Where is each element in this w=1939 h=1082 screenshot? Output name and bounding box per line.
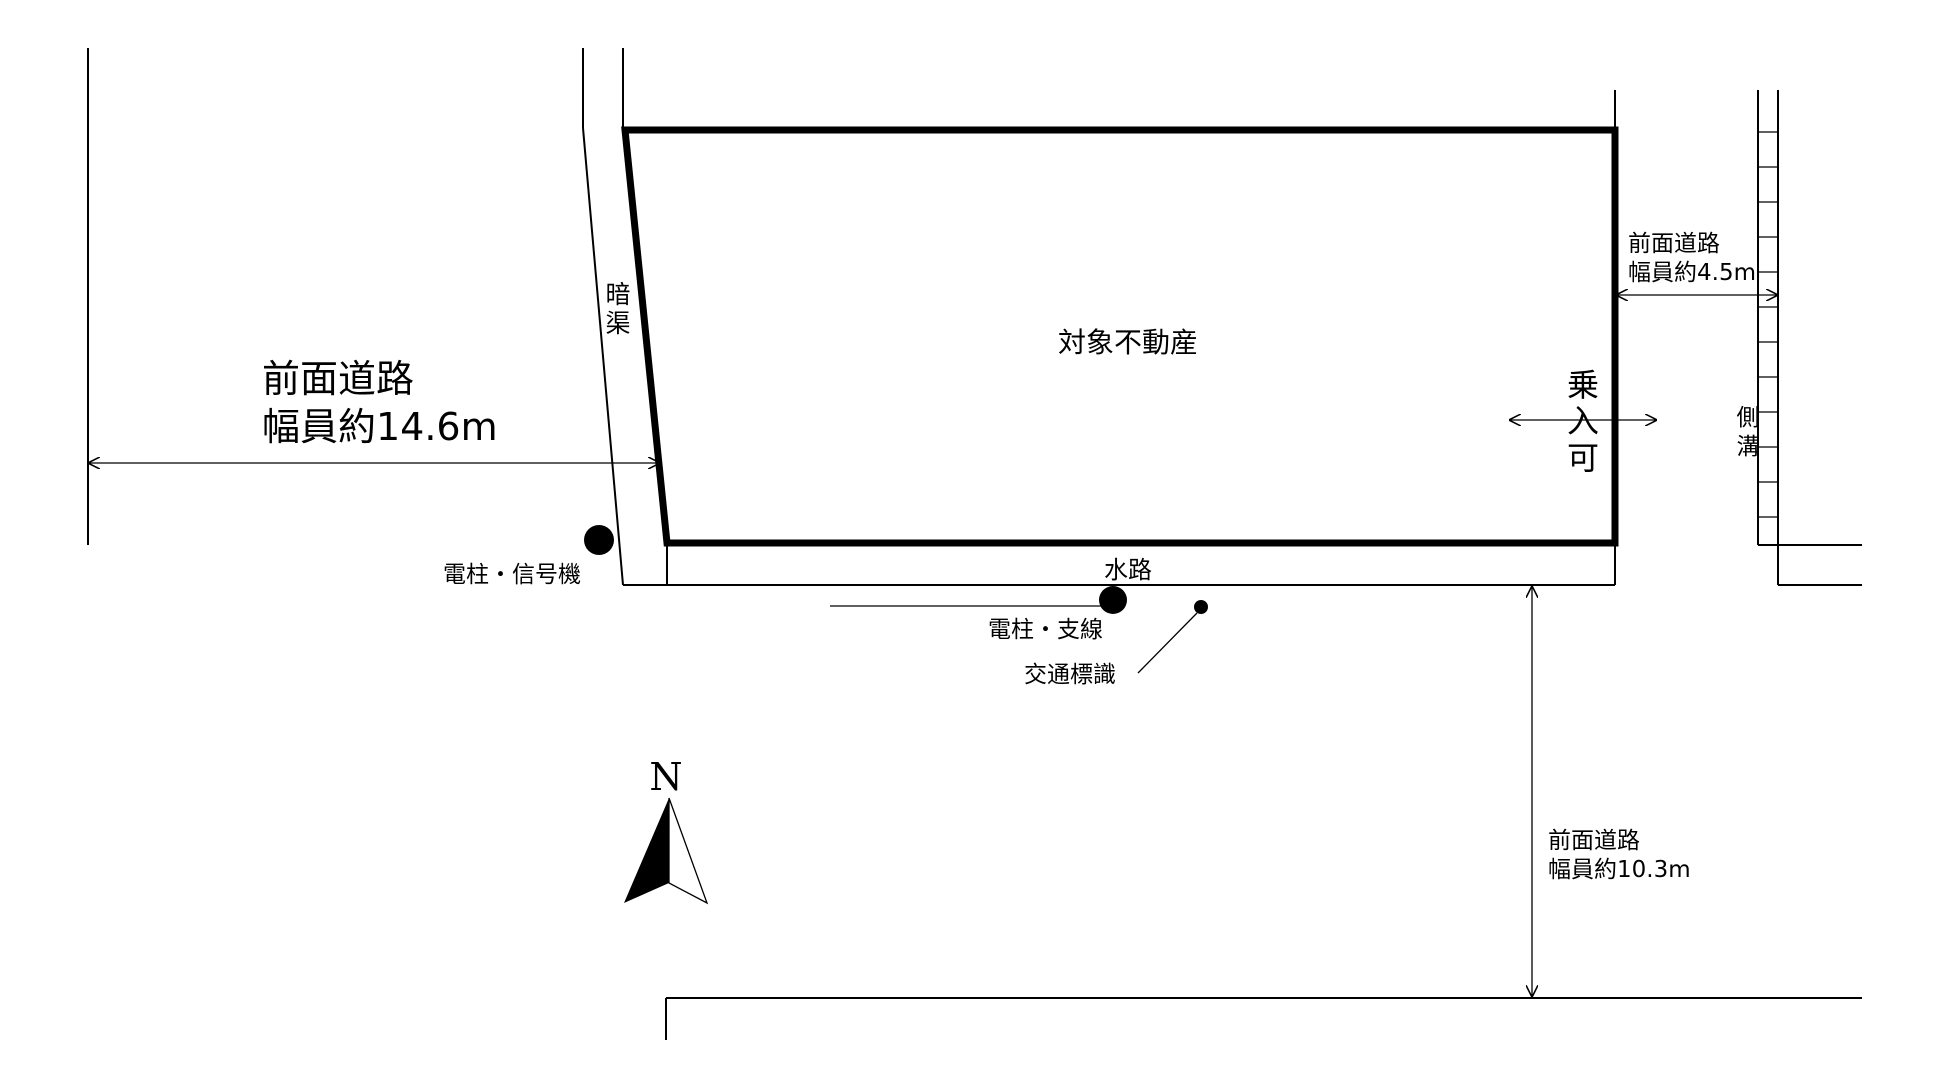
waterway-label: 水路 (1104, 556, 1152, 584)
north-arrow-icon (624, 797, 709, 905)
utility-pole-icon (1099, 586, 1127, 614)
traffic-sign-marker (1137, 600, 1208, 674)
west-road-label-line1: 前面道路 (262, 357, 414, 401)
traffic-sign-label: 交通標識 (1024, 662, 1116, 688)
south-road-label-line1: 前面道路 (1548, 828, 1640, 854)
property-label: 対象不動産 (1058, 326, 1198, 359)
north-label: N (649, 755, 682, 799)
entry-ok-label-3: 可 (1567, 439, 1599, 477)
side-ditch-label-2: 溝 (1737, 434, 1760, 460)
side-ditch-strip (1757, 90, 1862, 586)
covered-drain-strip (582, 48, 624, 586)
south-road-edge (665, 997, 1862, 1040)
side-ditch-label-1: 側 (1737, 405, 1760, 431)
pole-guy-label: 電柱・支線 (988, 617, 1103, 643)
south-road-label-line2: 幅員約10.3m (1548, 857, 1691, 883)
utility-pole-icon (584, 525, 614, 555)
covered-drain-label-1: 暗 (605, 280, 630, 309)
east-road-label-line1: 前面道路 (1628, 231, 1720, 257)
waterway-strip (623, 542, 1616, 586)
west-road-label-line2: 幅員約14.6m (262, 405, 498, 449)
entry-ok-label-2: 入 (1567, 402, 1599, 440)
east-road-label-line2: 幅員約4.5m (1628, 260, 1756, 286)
traffic-sign-icon (1194, 600, 1208, 614)
pole-signal-label: 電柱・信号機 (443, 562, 581, 588)
covered-drain-label-2: 渠 (605, 309, 630, 338)
utility-pole-guy-wire (830, 586, 1127, 614)
property-outline (621, 126, 1619, 547)
entry-ok-label-1: 乗 (1567, 366, 1599, 404)
